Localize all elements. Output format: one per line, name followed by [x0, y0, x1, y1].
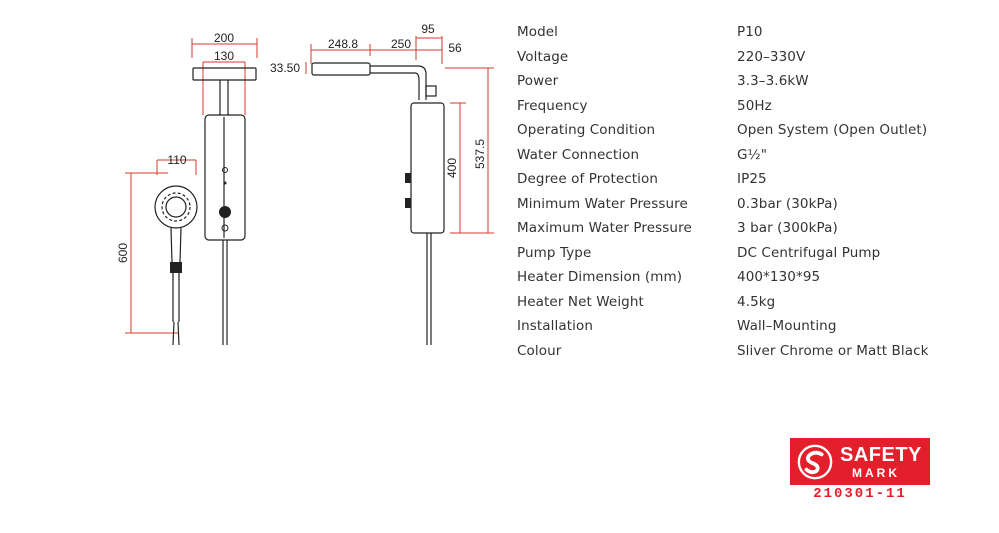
dim-top-width: 200 [214, 31, 234, 45]
spec-value: 3.3–3.6kW [737, 73, 809, 90]
spec-label: Heater Dimension (mm) [517, 269, 683, 286]
front-view: 200 130 [191, 31, 258, 345]
spec-row-max-pressure: Maximum Water Pressure 3 bar (300kPa) [517, 216, 987, 241]
dim-arm-offset: 250 [391, 37, 411, 51]
dim-total-height: 537.5 [473, 139, 487, 169]
dim-arm-height: 33.50 [270, 61, 300, 75]
spec-label: Degree of Protection [517, 171, 659, 188]
spec-row-colour: Colour Sliver Chrome or Matt Black [517, 339, 987, 364]
spec-value: 4.5kg [737, 293, 776, 310]
spec-row-pump-type: Pump Type DC Centrifugal Pump [517, 241, 987, 266]
spec-row-power: Power 3.3–3.6kW [517, 69, 987, 94]
spec-value: 50Hz [737, 97, 772, 114]
spec-label: Power [517, 73, 559, 90]
spec-label: Installation [517, 318, 593, 335]
spec-label: Colour [517, 342, 562, 359]
spec-row-heater-dimension: Heater Dimension (mm) 400*130*95 [517, 265, 987, 290]
spec-label: Model [517, 24, 559, 41]
spec-label: Operating Condition [517, 122, 656, 139]
spec-value: G½" [737, 146, 768, 163]
dim-side-width: 110 [167, 153, 186, 167]
spec-row-protection: Degree of Protection IP25 [517, 167, 987, 192]
spec-value: IP25 [737, 171, 767, 188]
spec-value: 400*130*95 [737, 269, 821, 286]
dim-height-left: 600 [116, 243, 130, 263]
safety-mark-logo-icon [797, 444, 833, 479]
spec-value: 3 bar (300kPa) [737, 220, 838, 237]
spec-label: Voltage [517, 48, 569, 65]
spec-row-operating-condition: Operating Condition Open System (Open Out… [517, 118, 987, 143]
safety-mark-line2: MARK [852, 465, 900, 480]
certification-number: 210301-11 [813, 486, 907, 502]
spec-value: Sliver Chrome or Matt Black [737, 342, 929, 359]
safety-mark-badge: SAFETY MARK [790, 438, 930, 485]
dim-body-height: 400 [445, 158, 459, 178]
spec-label: Maximum Water Pressure [517, 220, 692, 237]
spec-label: Frequency [517, 97, 588, 114]
right-view: 248.8 250 95 56 33.50 400 537.5 [270, 22, 494, 345]
dim-top-right: 95 [421, 22, 435, 36]
spec-row-net-weight: Heater Net Weight 4.5kg [517, 290, 987, 315]
side-view: 110 600 [116, 153, 198, 346]
spec-row-water-connection: Water Connection G½" [517, 143, 987, 168]
dim-arm-length: 248.8 [328, 37, 358, 51]
spec-row-installation: Installation Wall–Mounting [517, 314, 987, 339]
dim-top-inner: 130 [214, 49, 234, 63]
spec-value: Wall–Mounting [737, 318, 837, 335]
spec-value: 0.3bar (30kPa) [737, 195, 838, 212]
spec-row-voltage: Voltage 220–330V [517, 45, 987, 70]
spec-value: Open System (Open Outlet) [737, 122, 928, 139]
spec-row-min-pressure: Minimum Water Pressure 0.3bar (30kPa) [517, 192, 987, 217]
spec-value: DC Centrifugal Pump [737, 244, 881, 261]
spec-label: Heater Net Weight [517, 293, 644, 310]
spec-value: 220–330V [737, 48, 806, 65]
spec-row-model: Model P10 [517, 20, 987, 45]
spec-label: Minimum Water Pressure [517, 195, 688, 212]
spec-label: Water Connection [517, 146, 640, 163]
dim-right-offset: 56 [448, 41, 462, 55]
spec-row-frequency: Frequency 50Hz [517, 94, 987, 119]
safety-mark-line1: SAFETY [840, 443, 922, 466]
spec-label: Pump Type [517, 244, 592, 261]
spec-value: P10 [737, 24, 763, 41]
